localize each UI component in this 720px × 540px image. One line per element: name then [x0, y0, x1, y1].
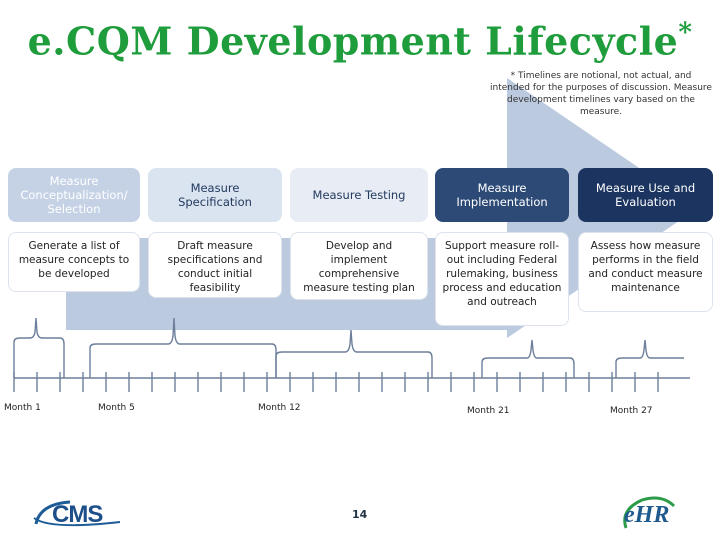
stage-conceptualization: Measure Conceptualization/ Selection [8, 168, 140, 222]
stage-description-implementation: Support measure roll-out including Feder… [435, 232, 569, 326]
cms-logo: CMS [30, 496, 128, 532]
bracket-implementation [481, 339, 575, 378]
timeline-ticks [13, 372, 659, 392]
stage-description-testing: Develop and implement comprehensive meas… [290, 232, 428, 300]
bracket-testing [275, 329, 433, 378]
stage-use-evaluation: Measure Use and Evaluation [578, 168, 713, 222]
stage-implementation: Measure Implementation [435, 168, 569, 222]
ehr-logo-text: eHR [624, 502, 670, 528]
month-label-27: Month 27 [610, 406, 653, 416]
bracket-conceptualization [13, 317, 65, 378]
cms-logo-text: CMS [52, 501, 103, 528]
stage-description-conceptualization: Generate a list of measure concepts to b… [8, 232, 140, 292]
stage-description-specification: Draft measure specifications and conduct… [148, 232, 282, 298]
month-label-21: Month 21 [467, 406, 510, 416]
ehr-logo: eHR [618, 492, 698, 536]
timeline-footnote: * Timelines are notional, not actual, an… [490, 71, 712, 117]
month-label-12: Month 12 [258, 403, 301, 413]
month-label-1: Month 1 [4, 403, 41, 413]
page-number: 14 [352, 508, 368, 521]
stage-description-use-evaluation: Assess how measure performs in the field… [578, 232, 713, 312]
month-label-5: Month 5 [98, 403, 135, 413]
stage-testing: Measure Testing [290, 168, 428, 222]
stage-specification: Measure Specification [148, 168, 282, 222]
page-title: e.CQM Development Lifecycle* [27, 18, 693, 64]
bracket-specification [89, 317, 277, 378]
bracket-use-evaluation [615, 339, 684, 378]
